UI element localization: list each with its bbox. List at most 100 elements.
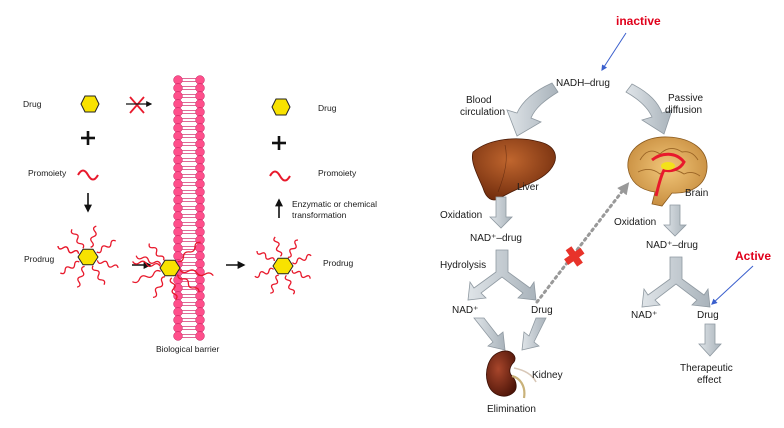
lipid-head xyxy=(173,131,183,141)
lipid-head xyxy=(195,131,205,141)
lipid-head xyxy=(195,83,205,93)
promoiety-label-right: Promoiety xyxy=(318,168,357,178)
lipid-head xyxy=(195,147,205,157)
drug-hexagon-icon xyxy=(80,95,100,113)
lipid-head xyxy=(173,75,183,85)
lipid-head xyxy=(195,307,205,317)
lipid-head xyxy=(173,251,183,261)
lipid-tail xyxy=(182,102,196,106)
drug-right-label: Drug xyxy=(697,310,719,321)
lipid-head xyxy=(173,291,183,301)
drug-label-right: Drug xyxy=(318,103,337,113)
drug-left-label: Drug xyxy=(531,305,553,316)
lipid-head xyxy=(173,235,183,245)
lipid-tail xyxy=(182,150,196,154)
drug-to-effect-arrow xyxy=(698,323,722,357)
plus-icon-left xyxy=(81,131,95,145)
lipid-head xyxy=(173,155,183,165)
oxidation-left-label: Oxidation xyxy=(440,210,482,221)
promoiety-chain xyxy=(60,260,80,275)
lipid-head xyxy=(195,107,205,117)
lipid-tail xyxy=(182,230,196,234)
lipid-head xyxy=(173,139,183,149)
lipid-tail xyxy=(182,142,196,146)
promoiety-chain xyxy=(76,265,85,288)
blocked-red-cross-icon xyxy=(564,246,585,267)
nadh-drug-label: NADH–drug xyxy=(556,78,610,89)
promoiety-chain xyxy=(152,276,166,299)
promoiety-chain xyxy=(90,225,97,248)
lipid-head xyxy=(195,323,205,333)
lipid-head xyxy=(195,203,205,213)
lipid-head xyxy=(173,203,183,213)
lipid-tail xyxy=(182,94,196,98)
lipid-tail xyxy=(182,302,196,306)
lipid-head xyxy=(195,299,205,309)
transformation-label-line2: transformation xyxy=(292,210,347,220)
lipid-head xyxy=(173,123,183,133)
nad-drug-left-label: NAD⁺–drug xyxy=(470,233,522,244)
passive-diffusion-arrow xyxy=(625,83,673,135)
lipid-head xyxy=(195,123,205,133)
transformation-label-line1: Enzymatic or chemical xyxy=(292,199,377,209)
hydrolysis-label: Hydrolysis xyxy=(440,260,486,271)
therapeutic-effect-line1: Therapeutic xyxy=(680,363,733,374)
lipid-head xyxy=(195,243,205,253)
lipid-head xyxy=(173,83,183,93)
lipid-tail xyxy=(182,206,196,210)
lipid-head xyxy=(195,227,205,237)
kidney-label: Kidney xyxy=(532,370,563,381)
brain-label: Brain xyxy=(685,188,708,199)
lipid-head xyxy=(173,219,183,229)
promoiety-chain xyxy=(132,260,161,268)
lipid-tail xyxy=(182,110,196,114)
hydrolysis-left-split-arrow xyxy=(467,249,537,301)
lipid-head xyxy=(195,99,205,109)
blood-circulation-arrow xyxy=(506,82,559,137)
blood-circulation-line2: circulation xyxy=(460,107,505,118)
brain-icon xyxy=(627,136,708,207)
therapeutic-effect-line2: effect xyxy=(697,375,721,386)
promoiety-chain xyxy=(177,274,200,293)
promoiety-chain xyxy=(254,267,275,279)
lipid-tail xyxy=(182,118,196,122)
lipid-tail xyxy=(182,158,196,162)
biological-barrier xyxy=(173,75,205,341)
nad-drug-right-label: NAD⁺–drug xyxy=(646,240,698,251)
lipid-head xyxy=(195,259,205,269)
lipid-head xyxy=(195,171,205,181)
lipid-head xyxy=(195,187,205,197)
lipid-tail xyxy=(182,318,196,322)
barrier-label: Biological barrier xyxy=(156,344,219,354)
lipid-head xyxy=(173,179,183,189)
promoiety-chain xyxy=(256,250,275,262)
lipid-tail xyxy=(182,190,196,194)
lipid-tail xyxy=(182,166,196,170)
promoiety-chain xyxy=(179,269,214,277)
lipid-head xyxy=(173,171,183,181)
promoiety-wave-right-icon xyxy=(269,170,291,182)
prodrug-in-barrier xyxy=(132,241,214,300)
lipid-head xyxy=(195,163,205,173)
lipid-head xyxy=(173,147,183,157)
drug-to-kidney-arrow xyxy=(521,317,547,351)
lipid-head xyxy=(173,107,183,117)
promoiety-chain xyxy=(291,253,312,265)
lipid-head xyxy=(195,211,205,221)
prodrug-label-right: Prodrug xyxy=(323,258,354,268)
blocked-cross-icon xyxy=(126,96,153,114)
drug-hexagon-icon xyxy=(77,248,99,266)
inactive-label: inactive xyxy=(616,14,661,28)
liver-label: Liver xyxy=(517,182,539,193)
passive-diffusion-line1: Passive xyxy=(668,93,703,104)
lipid-head xyxy=(195,179,205,189)
lipid-head xyxy=(195,275,205,285)
lipid-tail xyxy=(182,126,196,130)
liver-icon xyxy=(471,138,556,201)
lipid-head xyxy=(195,115,205,125)
oxidation-right-label: Oxidation xyxy=(614,217,656,228)
promoiety-chain xyxy=(135,255,162,265)
lipid-head xyxy=(195,291,205,301)
active-label: Active xyxy=(735,249,771,263)
blocked-pathway-dotted-arrow xyxy=(535,182,630,304)
